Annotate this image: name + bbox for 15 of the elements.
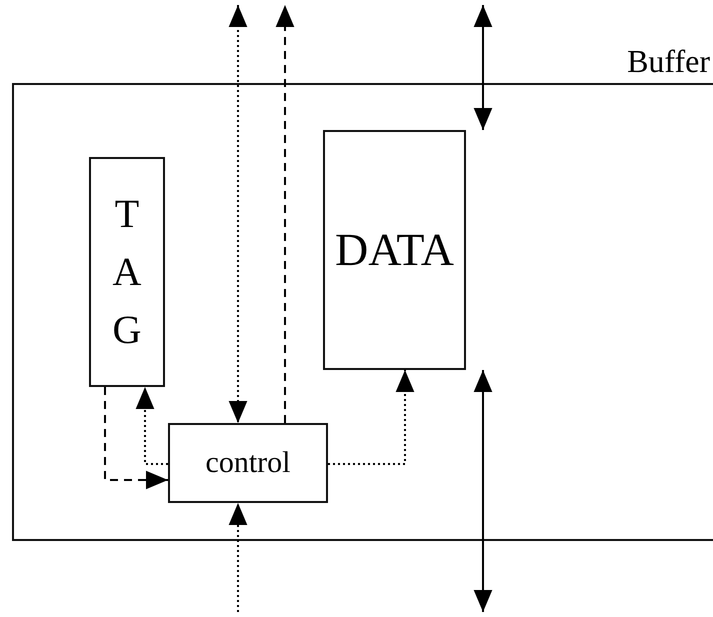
block-label: TAG [112, 190, 142, 354]
arrow [104, 387, 168, 490]
buffer-label: Buffer [627, 42, 710, 81]
arrow [474, 5, 492, 130]
arrow [328, 370, 414, 465]
block-label: control [206, 445, 290, 481]
arrow [228, 503, 248, 612]
arrow [136, 387, 168, 465]
arrow [276, 5, 294, 423]
arrow [474, 370, 492, 612]
arrow [228, 5, 248, 423]
block-box [89, 157, 165, 387]
block-box [323, 130, 466, 370]
block-box [168, 423, 328, 503]
block-label: DATA [335, 223, 454, 278]
